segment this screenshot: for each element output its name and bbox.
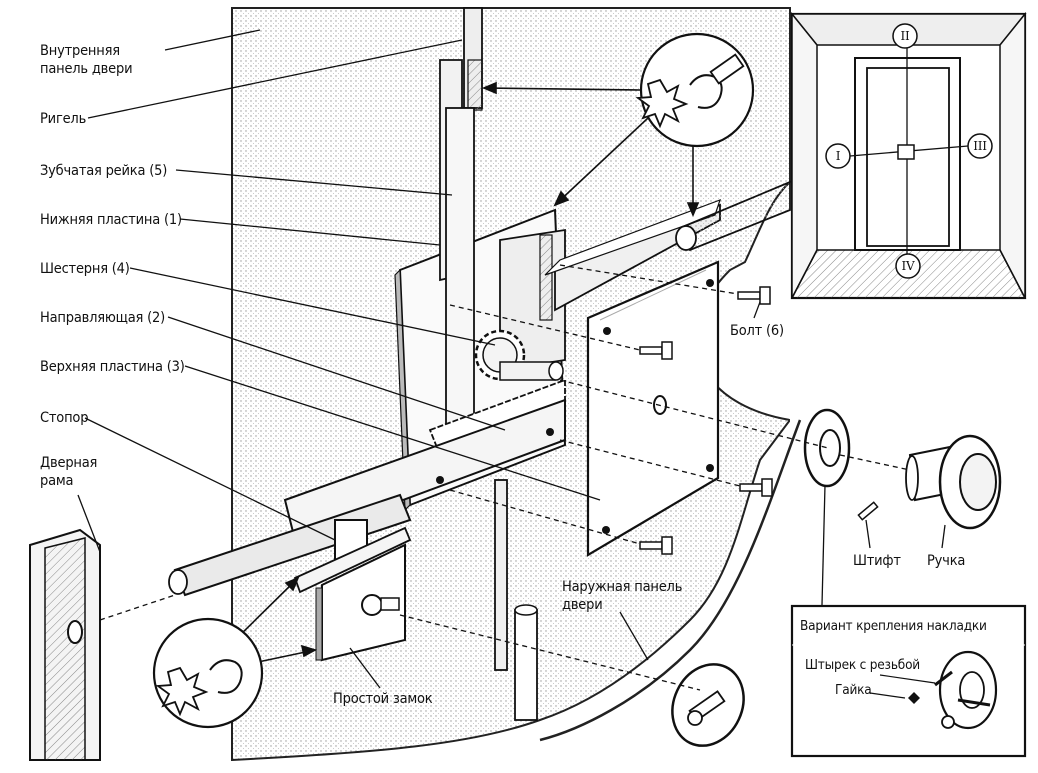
lower-vertical-posts (494, 479, 538, 721)
gear (474, 329, 564, 381)
door-orientation-inset (790, 11, 1027, 300)
guide (499, 228, 566, 372)
pin (857, 501, 879, 521)
rack (445, 107, 475, 429)
label-outer-panel: Наружная панель двери (562, 579, 683, 613)
label-simple-lock: Простой замок (333, 691, 433, 707)
label-upper-plate: Верхняя пластина (3) (40, 359, 185, 375)
position-iii: III (973, 139, 987, 153)
label-bolt-rod: Ригель (40, 111, 87, 127)
position-iv: IV (901, 259, 915, 273)
label-lower-plate: Нижняя пластина (1) (40, 212, 182, 228)
handle (905, 434, 1002, 530)
outer-panel-edge (539, 419, 802, 742)
stopper (293, 519, 412, 594)
label-threaded-stud: Штырек с резьбой (805, 657, 920, 673)
label-bolt-screw: Болт (6) (730, 323, 784, 339)
escutcheon-washer (803, 408, 851, 488)
horizontal-rack-bar (544, 180, 791, 312)
leader-lines (77, 29, 946, 689)
outer-mounting-plate (586, 260, 720, 557)
callout-arrows (234, 81, 700, 663)
vertical-bolt-rod (463, 7, 483, 111)
alignment-lines (99, 264, 911, 691)
mount-inset-title: Вариант крепления накладки (800, 618, 987, 634)
mount-variant-inset (790, 604, 1027, 758)
outer-keyhole-plate (671, 663, 745, 747)
label-handle: Ручка (927, 553, 966, 569)
simple-lock (315, 543, 406, 662)
position-ii: II (900, 29, 910, 43)
bolts (639, 286, 773, 555)
label-door-frame: Дверная рама (40, 455, 98, 489)
label-gear: Шестерня (4) (40, 261, 130, 277)
label-nut: Гайка (835, 682, 872, 698)
label-inner-panel: Внутренняя панель двери (40, 43, 133, 77)
label-guide: Направляющая (2) (40, 310, 166, 326)
weld-callout-bottom (152, 617, 264, 729)
weld-callout-top (635, 32, 755, 148)
label-rack: Зубчатая рейка (5) (40, 163, 168, 179)
door-frame-post (29, 528, 101, 761)
upper-plate (283, 398, 566, 542)
label-pin: Штифт (853, 553, 901, 569)
position-i: I (835, 149, 841, 163)
label-stopper: Стопор (40, 410, 89, 426)
